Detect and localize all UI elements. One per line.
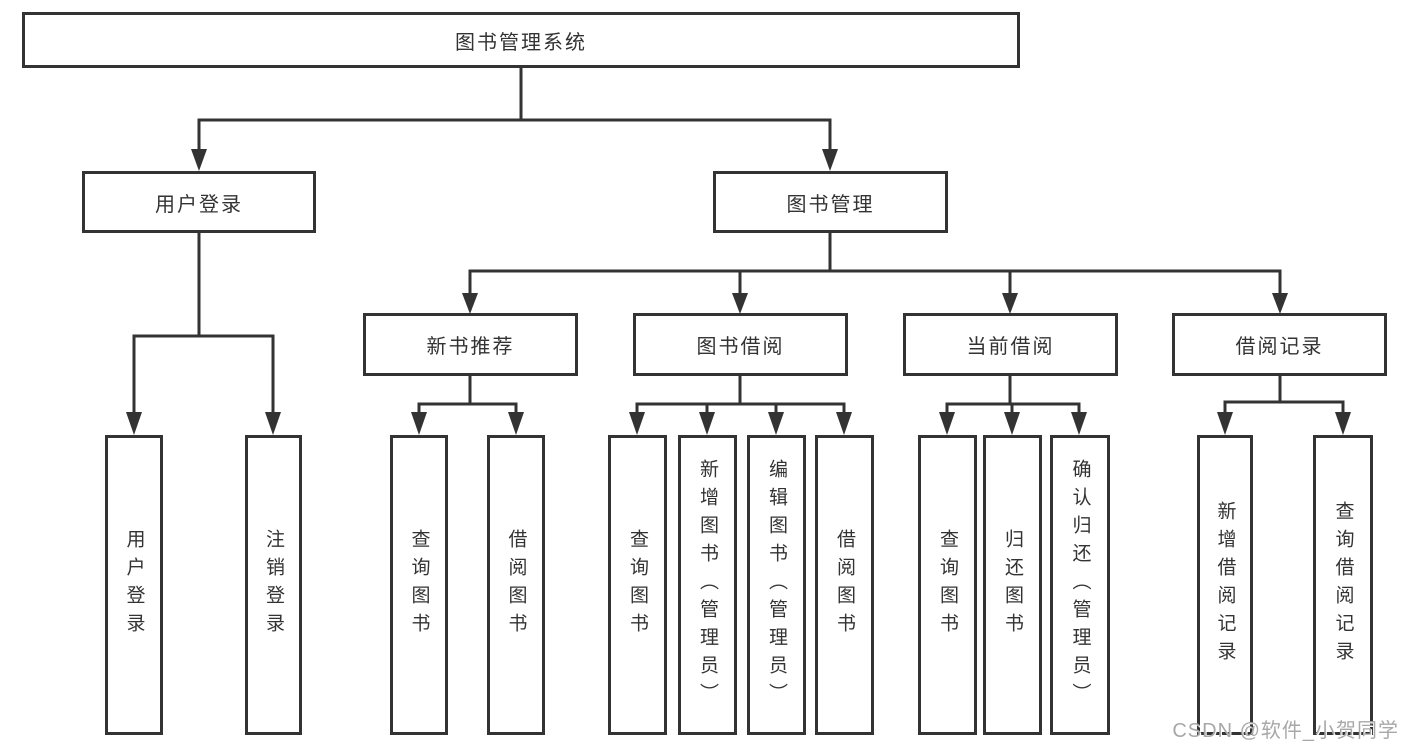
node-label: 确认归还（管理员） bbox=[1069, 459, 1091, 711]
watermark: CSDN @软件_小贺同学 bbox=[1172, 720, 1399, 742]
node-user-login: 用户登录 bbox=[82, 171, 316, 233]
connector-book-borrow bbox=[635, 374, 846, 415]
node-label: 图书管理 bbox=[786, 193, 875, 216]
leaf-return-books: 归还图书 bbox=[983, 435, 1042, 735]
node-label: 用户登录 bbox=[123, 529, 145, 641]
connector-current-borrow bbox=[945, 374, 1081, 415]
leaf-add-borrow-record: 新增借阅记录 bbox=[1197, 435, 1253, 735]
leaf-logout: 注销登录 bbox=[245, 435, 302, 735]
leaf-borrow-books: 借阅图书 bbox=[815, 435, 874, 735]
leaf-user-login: 用户登录 bbox=[105, 435, 163, 735]
leaf-edit-books-admin: 编辑图书（管理员） bbox=[747, 435, 806, 735]
node-label: 新书推荐 bbox=[426, 336, 515, 358]
leaf-query-borrow-record: 查询借阅记录 bbox=[1313, 435, 1373, 735]
node-label: 查询图书 bbox=[627, 529, 648, 641]
node-label: 用户登录 bbox=[155, 193, 243, 216]
connector-root bbox=[197, 66, 832, 153]
leaf-confirm-return-admin: 确认归还（管理员） bbox=[1050, 435, 1110, 735]
node-label: 查询图书 bbox=[937, 529, 958, 641]
leaf-query-books: 查询图书 bbox=[608, 435, 667, 735]
node-label: 借阅图书 bbox=[505, 529, 527, 641]
node-label: 借阅记录 bbox=[1235, 336, 1324, 358]
node-label: 图书管理系统 bbox=[455, 31, 587, 54]
node-root: 图书管理系统 bbox=[22, 12, 1020, 68]
node-book-management: 图书管理 bbox=[713, 171, 948, 233]
node-label: 注销登录 bbox=[263, 529, 284, 641]
leaf-borrow-books: 借阅图书 bbox=[487, 435, 545, 735]
node-label: 新增图书（管理员） bbox=[697, 459, 718, 711]
connector-borrow-records bbox=[1223, 374, 1345, 415]
node-label: 图书借阅 bbox=[696, 336, 785, 358]
node-label: 当前借阅 bbox=[966, 336, 1055, 358]
leaf-query-books: 查询图书 bbox=[918, 435, 977, 735]
node-label: 借阅图书 bbox=[834, 529, 855, 641]
node-label: 查询借阅记录 bbox=[1332, 501, 1354, 669]
node-label: 编辑图书（管理员） bbox=[766, 459, 787, 711]
connector-user-login bbox=[132, 231, 275, 415]
leaf-add-books-admin: 新增图书（管理员） bbox=[678, 435, 737, 735]
connector-new-book-recommend bbox=[417, 374, 518, 415]
node-new-book-recommend: 新书推荐 bbox=[363, 313, 578, 376]
node-borrow-records: 借阅记录 bbox=[1172, 313, 1387, 376]
node-label: 归还图书 bbox=[1002, 529, 1023, 641]
node-label: 新增借阅记录 bbox=[1214, 501, 1236, 669]
leaf-query-books: 查询图书 bbox=[390, 435, 448, 735]
node-current-borrow: 当前借阅 bbox=[903, 313, 1118, 376]
node-label: 查询图书 bbox=[408, 529, 430, 641]
connector-book-management bbox=[468, 231, 1282, 297]
node-book-borrow: 图书借阅 bbox=[633, 313, 848, 376]
